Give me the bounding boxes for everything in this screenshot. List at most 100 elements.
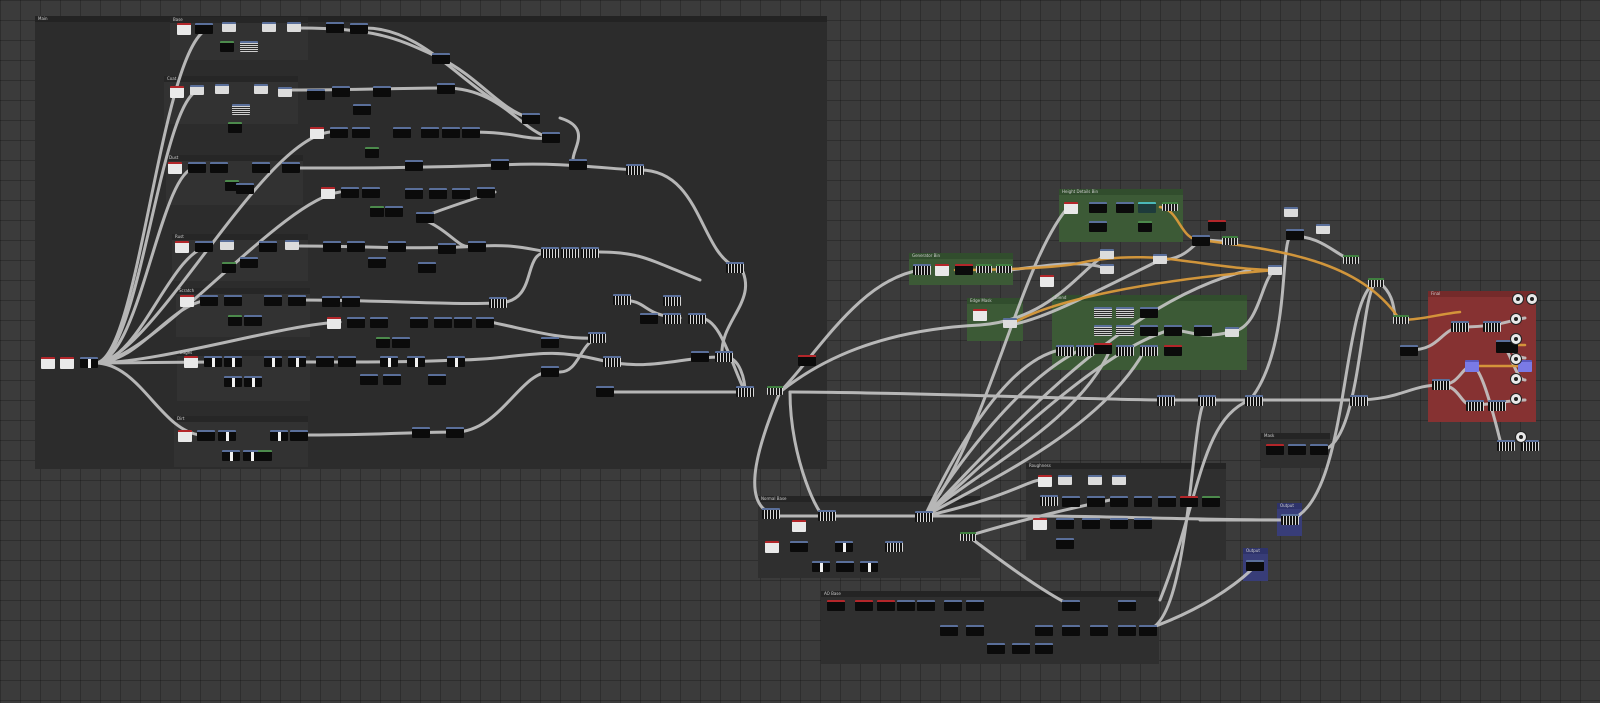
graph-node[interactable] <box>827 600 845 611</box>
graph-node[interactable] <box>569 159 587 170</box>
grid-node[interactable] <box>715 351 733 362</box>
grid-node[interactable] <box>1368 278 1384 287</box>
grid-node[interactable] <box>1056 345 1074 356</box>
grid-node[interactable] <box>1281 514 1299 525</box>
grid-node[interactable] <box>1222 236 1238 245</box>
graph-node[interactable] <box>1089 202 1107 213</box>
grid-node[interactable] <box>1198 395 1216 406</box>
graph-node[interactable] <box>240 257 258 268</box>
graph-node[interactable] <box>258 450 272 461</box>
graph-node[interactable] <box>897 600 915 611</box>
preview-node[interactable] <box>1284 207 1298 217</box>
preview-node[interactable] <box>1100 249 1114 259</box>
graph-node[interactable] <box>222 262 236 273</box>
graph-node[interactable] <box>307 89 325 100</box>
graph-node[interactable] <box>1089 221 1107 232</box>
graph-node[interactable] <box>1518 360 1532 372</box>
graph-node[interactable] <box>1062 600 1080 611</box>
graph-node[interactable] <box>332 86 350 97</box>
graph-node[interactable] <box>877 600 895 611</box>
input-node[interactable] <box>168 162 182 174</box>
input-node[interactable] <box>1038 475 1052 487</box>
grid-node[interactable] <box>818 510 836 521</box>
input-node[interactable] <box>327 317 341 329</box>
graph-node[interactable] <box>1180 496 1198 507</box>
preview-node[interactable] <box>1003 318 1017 328</box>
preview-node[interactable] <box>1225 327 1239 337</box>
graph-node[interactable] <box>373 86 391 97</box>
grid-node[interactable] <box>1432 379 1450 390</box>
graph-node[interactable] <box>446 427 464 438</box>
graph-node[interactable] <box>338 356 356 367</box>
graph-node[interactable] <box>236 183 254 194</box>
graph-node[interactable] <box>1164 325 1182 336</box>
graph-node[interactable] <box>232 104 250 115</box>
graph-node[interactable] <box>416 212 434 223</box>
grid-node[interactable] <box>1497 440 1515 451</box>
graph-node[interactable] <box>195 241 213 252</box>
graph-node[interactable] <box>1138 202 1156 213</box>
grid-node[interactable] <box>736 386 754 397</box>
graph-node[interactable] <box>1035 625 1053 636</box>
graph-node[interactable] <box>541 366 559 377</box>
input-node[interactable] <box>973 309 987 321</box>
preview-node[interactable] <box>1040 275 1054 287</box>
graph-node[interactable] <box>1082 518 1100 529</box>
grid-node[interactable] <box>996 264 1012 273</box>
graph-node[interactable] <box>1288 444 1306 455</box>
grid-node[interactable] <box>1488 400 1506 411</box>
graph-node[interactable] <box>1094 307 1112 318</box>
input-node[interactable] <box>177 23 191 35</box>
graph-node[interactable] <box>1090 625 1108 636</box>
graph-node[interactable] <box>1116 307 1134 318</box>
graph-node[interactable] <box>244 315 262 326</box>
circle-target-icon[interactable] <box>1510 353 1522 365</box>
grid-node[interactable] <box>1116 345 1134 356</box>
graph-node[interactable] <box>1158 496 1176 507</box>
grid-node[interactable] <box>1245 395 1263 406</box>
graph-node[interactable] <box>640 313 658 324</box>
graph-node[interactable] <box>491 159 509 170</box>
grid-node[interactable] <box>1466 400 1484 411</box>
switch-node[interactable] <box>224 356 242 367</box>
switch-node[interactable] <box>407 356 425 367</box>
graph-node[interactable] <box>836 561 854 572</box>
graph-node[interactable] <box>392 337 410 348</box>
graph-node[interactable] <box>326 22 344 33</box>
graph-node[interactable] <box>421 127 439 138</box>
graph-node[interactable] <box>1139 625 1157 636</box>
graph-node[interactable] <box>383 374 401 385</box>
input-node[interactable] <box>178 430 192 442</box>
switch-node[interactable] <box>288 356 306 367</box>
graph-node[interactable] <box>691 351 709 362</box>
graph-node[interactable] <box>350 23 368 34</box>
grid-node[interactable] <box>976 264 992 273</box>
graph-node[interactable] <box>940 625 958 636</box>
grid-node[interactable] <box>913 264 931 275</box>
graph-node[interactable] <box>376 337 390 348</box>
graph-node[interactable] <box>1116 202 1134 213</box>
input-node[interactable] <box>1033 518 1047 530</box>
graph-node[interactable] <box>1118 625 1136 636</box>
input-node[interactable] <box>310 127 324 139</box>
graph-node[interactable] <box>210 162 228 173</box>
grid-node[interactable] <box>1162 202 1178 211</box>
switch-node[interactable] <box>380 356 398 367</box>
graph-node[interactable] <box>405 160 423 171</box>
preview-node[interactable] <box>1112 475 1126 485</box>
group-frame[interactable]: Main <box>35 16 827 469</box>
switch-node[interactable] <box>204 356 222 367</box>
graph-node[interactable] <box>429 188 447 199</box>
input-node[interactable] <box>321 187 335 199</box>
graph-node[interactable] <box>1246 560 1264 571</box>
graph-node[interactable] <box>282 162 300 173</box>
graph-node[interactable] <box>240 41 258 52</box>
graph-node[interactable] <box>1140 325 1158 336</box>
preview-node[interactable] <box>278 87 292 97</box>
graph-node[interactable] <box>365 147 379 158</box>
graph-node[interactable] <box>542 132 560 143</box>
graph-node[interactable] <box>1062 625 1080 636</box>
graph-node[interactable] <box>798 355 816 366</box>
graph-node[interactable] <box>405 188 423 199</box>
